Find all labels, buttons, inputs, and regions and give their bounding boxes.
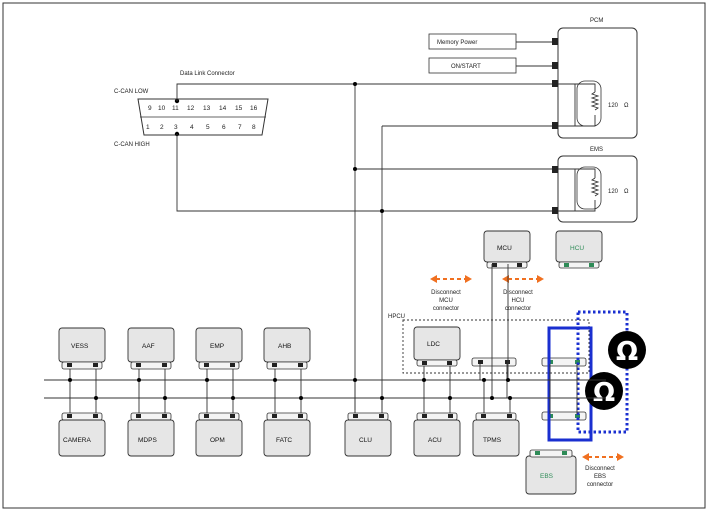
acu-label: ACU bbox=[428, 437, 442, 444]
dlc-pin: 2 bbox=[160, 124, 164, 131]
hcu-note-3: connector bbox=[505, 306, 531, 312]
dlc-pin: 10 bbox=[158, 105, 166, 112]
bus-junction-dots bbox=[68, 378, 512, 400]
ebs-note-3: connector bbox=[587, 482, 613, 488]
fatc-label: FATC bbox=[276, 437, 292, 444]
svg-text:Ω: Ω bbox=[616, 337, 638, 367]
on-start-box bbox=[428, 57, 517, 74]
ebs-module: EBS bbox=[525, 449, 577, 495]
diagram-frame bbox=[2, 2, 706, 509]
emp-label: EMP bbox=[210, 343, 224, 350]
dlc-pin: 15 bbox=[235, 105, 243, 112]
on-start-label: ON/START bbox=[451, 64, 481, 70]
hcu-label: HCU bbox=[570, 245, 584, 252]
vess-module: VESS bbox=[58, 327, 106, 398]
ebs-note-1: Disconnect bbox=[585, 466, 615, 472]
mcu-module: MCU bbox=[483, 230, 531, 269]
dlc-pin: 11 bbox=[172, 105, 179, 112]
can-low-label: C-CAN LOW bbox=[114, 89, 149, 95]
bottom-row-modules: CAMERA MDPS OPM FATC CLU bbox=[58, 380, 520, 457]
dlc-pin: 14 bbox=[219, 105, 227, 112]
can-high-label: C-CAN HIGH bbox=[114, 142, 150, 148]
camera-label: CAMERA bbox=[63, 437, 91, 444]
ems-resistor-value: 120 bbox=[608, 189, 619, 195]
ebs-note-2: EBS bbox=[594, 474, 606, 480]
vess-label: VESS bbox=[71, 343, 89, 350]
ems-resistor-unit: Ω bbox=[624, 189, 629, 195]
dlc-pin: 3 bbox=[174, 124, 178, 131]
ohm-icon: Ω bbox=[585, 372, 623, 410]
mdps-module: MDPS bbox=[127, 380, 175, 457]
hcu-note-1: Disconnect bbox=[503, 290, 533, 296]
disconnect-arrows bbox=[430, 275, 624, 461]
dlc-pin: 6 bbox=[222, 124, 226, 131]
ems-resistor-housing bbox=[576, 166, 602, 210]
ldc-label: LDC bbox=[427, 341, 440, 348]
hpcu-boundary bbox=[402, 319, 590, 374]
camera-module: CAMERA bbox=[58, 380, 106, 457]
emp-module: EMP bbox=[195, 327, 243, 398]
ldc-module: LDC bbox=[413, 326, 461, 367]
clu-label: CLU bbox=[359, 437, 372, 444]
mcu-label: MCU bbox=[497, 245, 512, 252]
dlc-pin: 1 bbox=[146, 124, 150, 131]
ebs-measure-loop-solid bbox=[547, 326, 593, 442]
ahb-label: AHB bbox=[278, 343, 291, 350]
dlc-pin: 7 bbox=[238, 124, 242, 131]
mdps-label: MDPS bbox=[138, 437, 157, 444]
hpcu-label: HPCU bbox=[388, 314, 405, 320]
hcu-module: HCU bbox=[555, 230, 603, 269]
memory-power-box bbox=[428, 33, 517, 50]
dlc-pin: 5 bbox=[206, 124, 210, 131]
tpms-label: TPMS bbox=[483, 437, 502, 444]
clu-module: CLU bbox=[344, 412, 392, 457]
dlc-bottom-pins: 1 2 3 4 5 6 7 8 bbox=[146, 124, 256, 131]
pcm-label: PCM bbox=[590, 18, 603, 24]
svg-text:Ω: Ω bbox=[593, 378, 615, 408]
dlc-title: Data Link Connector bbox=[180, 71, 235, 77]
memory-power-label: Memory Power bbox=[437, 40, 477, 46]
acu-module: ACU bbox=[413, 380, 461, 457]
ahb-module: AHB bbox=[263, 327, 311, 398]
opm-module: OPM bbox=[195, 380, 243, 457]
hpcu-joint-connector bbox=[471, 357, 517, 367]
mcu-note-1: Disconnect bbox=[431, 290, 461, 296]
aaf-label: AAF bbox=[142, 343, 155, 350]
fatc-module: FATC bbox=[263, 380, 311, 457]
tpms-module: TPMS bbox=[472, 380, 520, 457]
opm-label: OPM bbox=[210, 437, 225, 444]
dlc-pin: 9 bbox=[148, 105, 152, 112]
ebs-label: EBS bbox=[540, 473, 554, 480]
dlc-pin: 4 bbox=[190, 124, 194, 131]
pcm-resistor-unit: Ω bbox=[624, 103, 629, 109]
dlc-pin: 12 bbox=[187, 105, 195, 112]
aaf-module: AAF bbox=[127, 327, 175, 398]
ems-label: EMS bbox=[590, 147, 603, 153]
ohm-icon: Ω bbox=[608, 331, 646, 369]
dlc-pin: 16 bbox=[250, 105, 258, 112]
mcu-note-2: MCU bbox=[439, 298, 453, 304]
top-row-modules: VESS AAF EMP AHB bbox=[58, 327, 311, 398]
dlc-wires bbox=[176, 83, 555, 410]
dlc-top-pins: 9 10 11 12 13 14 15 16 bbox=[148, 105, 258, 112]
dlc-pin: 8 bbox=[252, 124, 256, 131]
mcu-note-3: connector bbox=[433, 306, 459, 312]
dlc-pin: 13 bbox=[203, 105, 211, 112]
hcu-note-2: HCU bbox=[512, 298, 525, 304]
pcm-resistor-value: 120 bbox=[608, 103, 619, 109]
